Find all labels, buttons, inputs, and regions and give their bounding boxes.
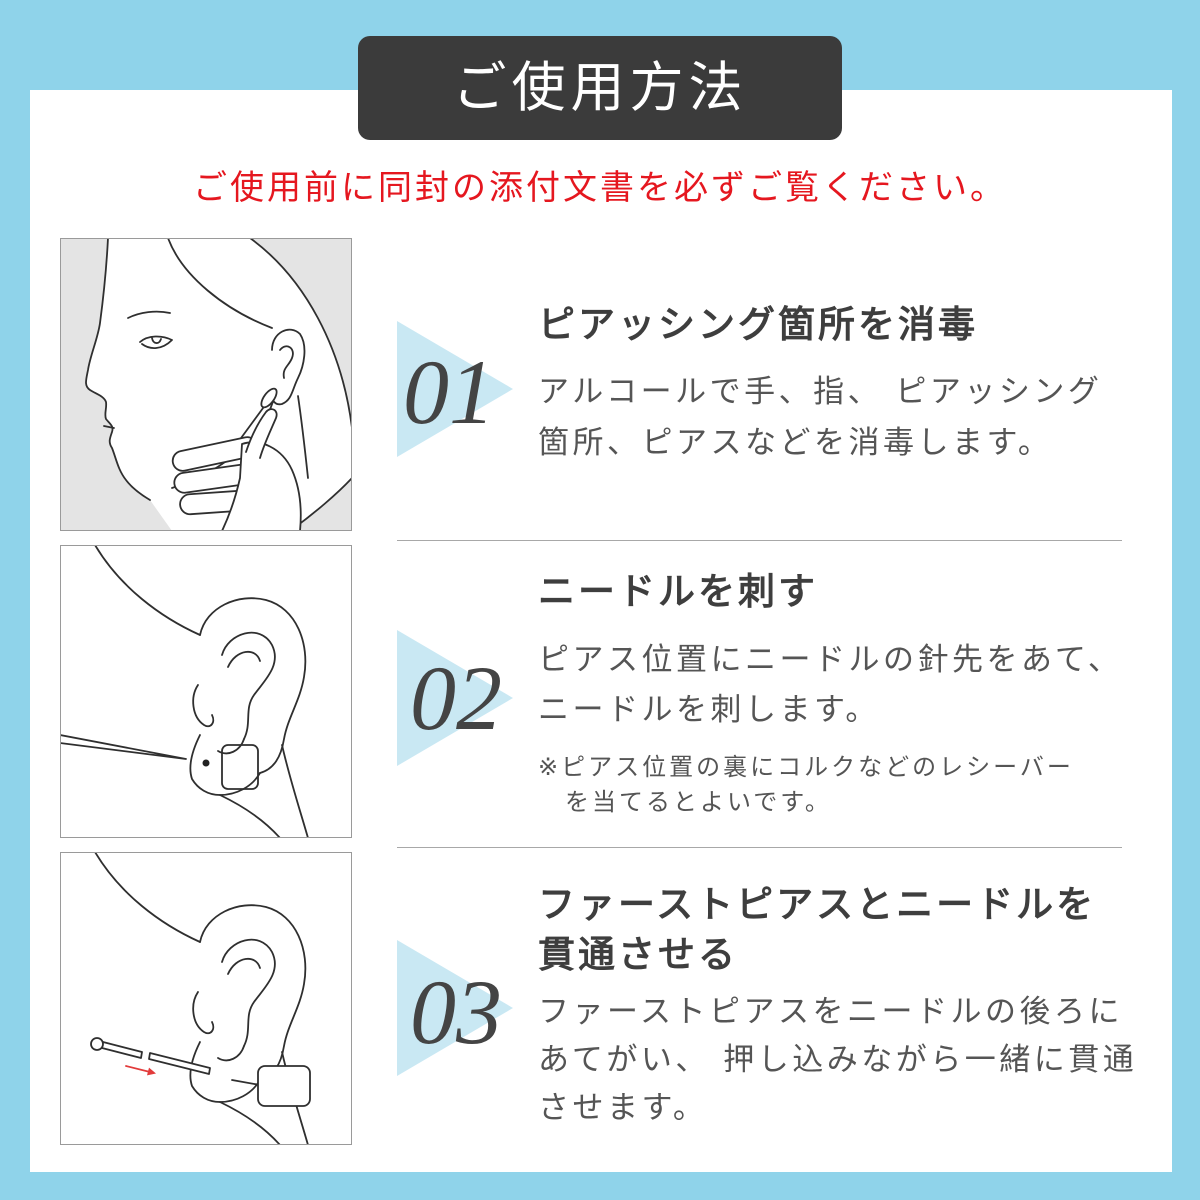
front-hair-line [167,239,273,329]
triangle-shape [397,321,513,457]
ear-concha [192,684,215,728]
step-title: ファーストピアスとニードルを 貫通させる [538,880,1096,980]
receiver-cork [257,1065,311,1107]
earring-post [231,1079,261,1086]
jaw-line [94,853,201,943]
disinfect-ear-illustration [60,238,352,531]
ear-crus [227,958,261,975]
back-hair-line [249,239,351,428]
step-description: ピアス位置にニードルの針先をあて、 ニードルを刺します。 [538,635,1122,735]
ear-concha [192,991,215,1035]
neck-front-line [219,1101,281,1144]
ear-crus [227,651,261,668]
triangle-shape [397,630,513,766]
thumb [245,408,278,459]
step-title-line: 貫通させる [538,933,738,976]
step-divider [397,847,1122,848]
piercing-point-dot [202,759,210,767]
triangle-fill [397,940,513,1076]
triangle-shape [397,940,513,1076]
pierce-through-drawing [90,853,311,1144]
ear-antihelix [221,938,276,1047]
step-description: ファーストピアスをニードルの後ろに あてがい、 押し込みながら一緒に貫通 させま… [538,988,1137,1132]
step-title-line: ニードルを刺す [538,570,818,613]
needle [61,734,187,760]
needle-insert-drawing [61,546,309,837]
step-number: 01 [403,341,495,443]
neck-front-line [219,794,281,837]
eyebrow [127,310,171,319]
ear-antitragus [217,1045,245,1062]
ear-lobe [189,734,261,796]
step-marker-triangle [397,321,513,457]
ear-lines [61,546,309,837]
arrow-head [147,1067,156,1076]
step-note: ※ピアス位置の裏にコルクなどのレシーバー を当てるとよいです。 [538,750,1074,820]
first-earring-shaft [101,1041,143,1059]
step-divider [397,540,1122,541]
arrow-shaft [125,1065,151,1073]
cotton-swab-head [260,387,278,409]
face-profile-line [85,239,151,501]
step-number: 03 [410,961,502,1063]
ear-inner [279,345,294,379]
step-marker-triangle [397,940,513,1076]
notice-text: ご使用前に同封の添付文書を必ずご覧ください。 [193,168,1007,208]
disinfect-ear-drawing [61,239,351,530]
first-earring-ball [90,1037,104,1051]
title-banner: ご使用方法 [358,36,842,140]
neck-back-line [281,744,309,837]
eye [139,335,173,349]
needle-insert-illustration [60,545,352,838]
triangle-fill [397,630,513,766]
step-title-line: ピアッシング箇所を消毒 [538,303,978,346]
push-direction-arrow [125,1065,156,1076]
step-marker-triangle [397,630,513,766]
ear-outer [270,328,306,406]
hand-back [221,441,302,530]
step-number: 02 [410,647,502,749]
face-lines [85,239,351,530]
step-note-line: を当てるとよいです。 [565,788,832,816]
receiver-cork [221,744,259,790]
step-description-line: ファーストピアスをニードルの後ろに [538,994,1123,1030]
triangle-fill [397,321,513,457]
step-description: アルコールで手、指、 ピアッシング 箇所、ピアスなどを消毒します。 [538,367,1102,469]
lips-line [103,425,115,429]
pierce-through-illustration [60,852,352,1145]
ear-lines [90,853,311,1144]
step-description-line: あてがい、 押し込みながら一緒に貫通 [538,1042,1138,1078]
ear-helix [199,904,307,1081]
step-description-line: させます。 [538,1090,708,1126]
step-description-line: ピアス位置にニードルの針先をあて、 [538,642,1123,678]
jaw-line [94,546,201,636]
step-title-line: ファーストピアスとニードルを [538,883,1097,926]
ear-antitragus [217,738,245,755]
neck-back-line [297,395,309,479]
step-note-line: ※ピアス位置の裏にコルクなどのレシーバー [538,753,1074,781]
needle-tube [148,1052,211,1075]
step-description-line: ニードルを刺します。 [538,692,880,728]
step-title: ニードルを刺す [538,567,818,617]
page-title: ご使用方法 [452,56,748,119]
step-description-line: アルコールで手、指、 ピアッシング [538,374,1103,410]
step-description-line: 箇所、ピアスなどを消毒します。 [538,425,1053,461]
ear-antihelix [221,631,276,740]
step-title: ピアッシング箇所を消毒 [538,300,978,350]
